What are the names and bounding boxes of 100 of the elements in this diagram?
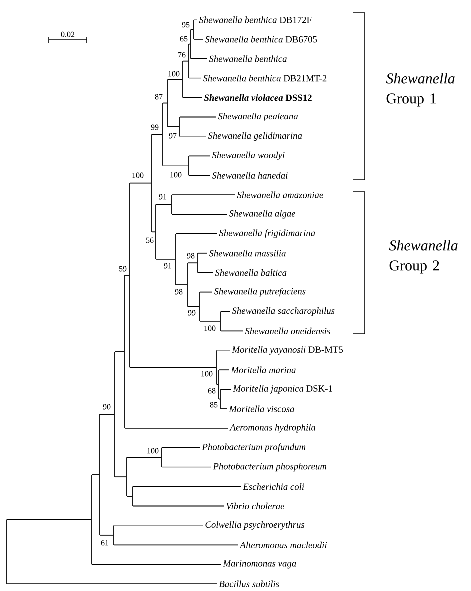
bootstrap-value: 61 [101, 540, 109, 546]
branch-line [218, 370, 230, 371]
bootstrap-value: 91 [164, 263, 172, 269]
branch-line [130, 182, 152, 184]
taxon-name: Shewanella benthica DB172F [199, 16, 312, 24]
branch-line [6, 519, 92, 520]
branch-line [180, 136, 206, 138]
taxon-name: Shewanella gelidimarina [208, 132, 302, 141]
taxon-name: Shewanella woodyi [212, 152, 285, 160]
bootstrap-value: 65 [180, 36, 188, 42]
branch-line [152, 134, 163, 136]
branch-line [162, 447, 200, 448]
taxon-name: Alteromonas macleodii [240, 542, 328, 548]
bootstrap-value: 85 [210, 402, 218, 408]
bootstrap-value: 98 [175, 289, 183, 295]
bootstrap-value: 90 [103, 404, 111, 410]
bootstrap-value: 100 [148, 448, 159, 454]
bootstrap-value: 98 [187, 253, 195, 259]
taxon-name: Shewanella violacea DSS12 [204, 94, 312, 102]
branch-line [114, 476, 127, 478]
branch-line [216, 350, 230, 352]
branch-line [176, 284, 188, 286]
bootstrap-value: 100 [204, 326, 216, 332]
branch-line [188, 306, 200, 308]
bootstrap-value: 87 [155, 94, 163, 100]
taxon-name: Moritella yayanosii DB-MT5 [232, 346, 344, 355]
bootstrap-value: 99 [151, 124, 159, 130]
bootstrap-value: 95 [182, 22, 190, 28]
bootstrap-value: 99 [188, 310, 196, 316]
branch-line [198, 272, 214, 274]
taxon-name: Shewanella hanedai [212, 172, 288, 179]
taxon-name: Vibrio cholerae [226, 502, 285, 510]
taxon-name: Photobacterium profundum [202, 444, 306, 452]
taxon-name: Shewanella benthica DB6705 [205, 36, 318, 43]
taxon-name: Photobacterium phosphoreum [213, 463, 327, 472]
bootstrap-value: 100 [132, 172, 144, 178]
branch-line [200, 292, 212, 293]
branch-line [220, 389, 232, 390]
branch-line [190, 58, 208, 60]
taxon-name: Moritella japonica DSK-1 [233, 385, 332, 394]
taxon-name: Shewanella benthica [209, 56, 287, 62]
branch-line [172, 194, 236, 196]
taxon-name: Aeromonas hydrophila [230, 424, 316, 433]
branch-line [162, 165, 189, 166]
taxon-name: Bacillus subtilis [219, 580, 280, 588]
branch-line [162, 466, 212, 468]
branch-line [168, 126, 180, 128]
taxon-name: Shewanella algae [229, 210, 296, 219]
branch-line [200, 321, 221, 322]
branch-line [188, 262, 198, 264]
branch-line [168, 79, 183, 80]
branch-line [182, 60, 189, 62]
branch-line [194, 39, 204, 40]
taxon-name: Shewanella pealeana [218, 112, 298, 122]
branch-line [220, 311, 230, 312]
taxon-name: Shewanella putrefaciens [214, 288, 306, 297]
branch-line [188, 175, 210, 176]
bootstrap-value: 97 [169, 133, 177, 139]
taxon-name: Marinomonas vaga [223, 560, 296, 569]
branch-line [126, 457, 162, 458]
branch-line [126, 496, 133, 497]
bootstrap-value: 56 [146, 238, 154, 244]
branch-line [180, 116, 216, 118]
branch-line [172, 214, 228, 215]
branch-line [114, 544, 238, 546]
bootstrap-value: 91 [159, 194, 167, 200]
taxon-name: Shewanella saccharophilus [232, 308, 335, 316]
branch-line [188, 78, 202, 79]
branch-line [92, 564, 222, 566]
taxon-name: Moritella viscosa [229, 406, 294, 412]
taxon-name: Shewanella oneidensis [245, 328, 330, 334]
branch-line [220, 408, 228, 410]
taxon-name: Shewanella massilia [209, 250, 286, 257]
taxon-name: Escherichia coli [243, 484, 304, 490]
branch-line [182, 97, 202, 98]
group-label: Shewanella Group 2 [389, 240, 458, 274]
taxon-name: Colwellia psychroerythrus [206, 521, 305, 530]
bootstrap-value: 68 [208, 388, 216, 394]
bootstrap-value: 100 [202, 371, 213, 377]
branch-line [190, 29, 194, 30]
taxon-name: Shewanella baltica [215, 270, 287, 276]
branch-line [162, 102, 168, 104]
taxon-name: Moritella marina [231, 366, 296, 374]
scale-label: 0.02 [61, 32, 75, 38]
branch-line [188, 156, 210, 157]
branch-line [100, 414, 115, 415]
branch-line [152, 232, 156, 233]
taxon-name: Shewanella frigidimarina [219, 230, 316, 238]
bootstrap-value: 100 [170, 172, 182, 178]
branch-line [156, 259, 176, 260]
branch-line [216, 384, 219, 386]
branch-line [156, 204, 172, 206]
branch-line [130, 367, 217, 368]
bootstrap-value: 100 [168, 71, 180, 77]
branch-line [100, 534, 114, 536]
taxon-name: Shewanella benthica DB21MT-2 [203, 75, 327, 82]
taxon-name: Shewanella amazoniae [237, 192, 324, 198]
branch-line [220, 330, 244, 332]
branch-line [188, 44, 191, 45]
branch-line [198, 252, 208, 254]
